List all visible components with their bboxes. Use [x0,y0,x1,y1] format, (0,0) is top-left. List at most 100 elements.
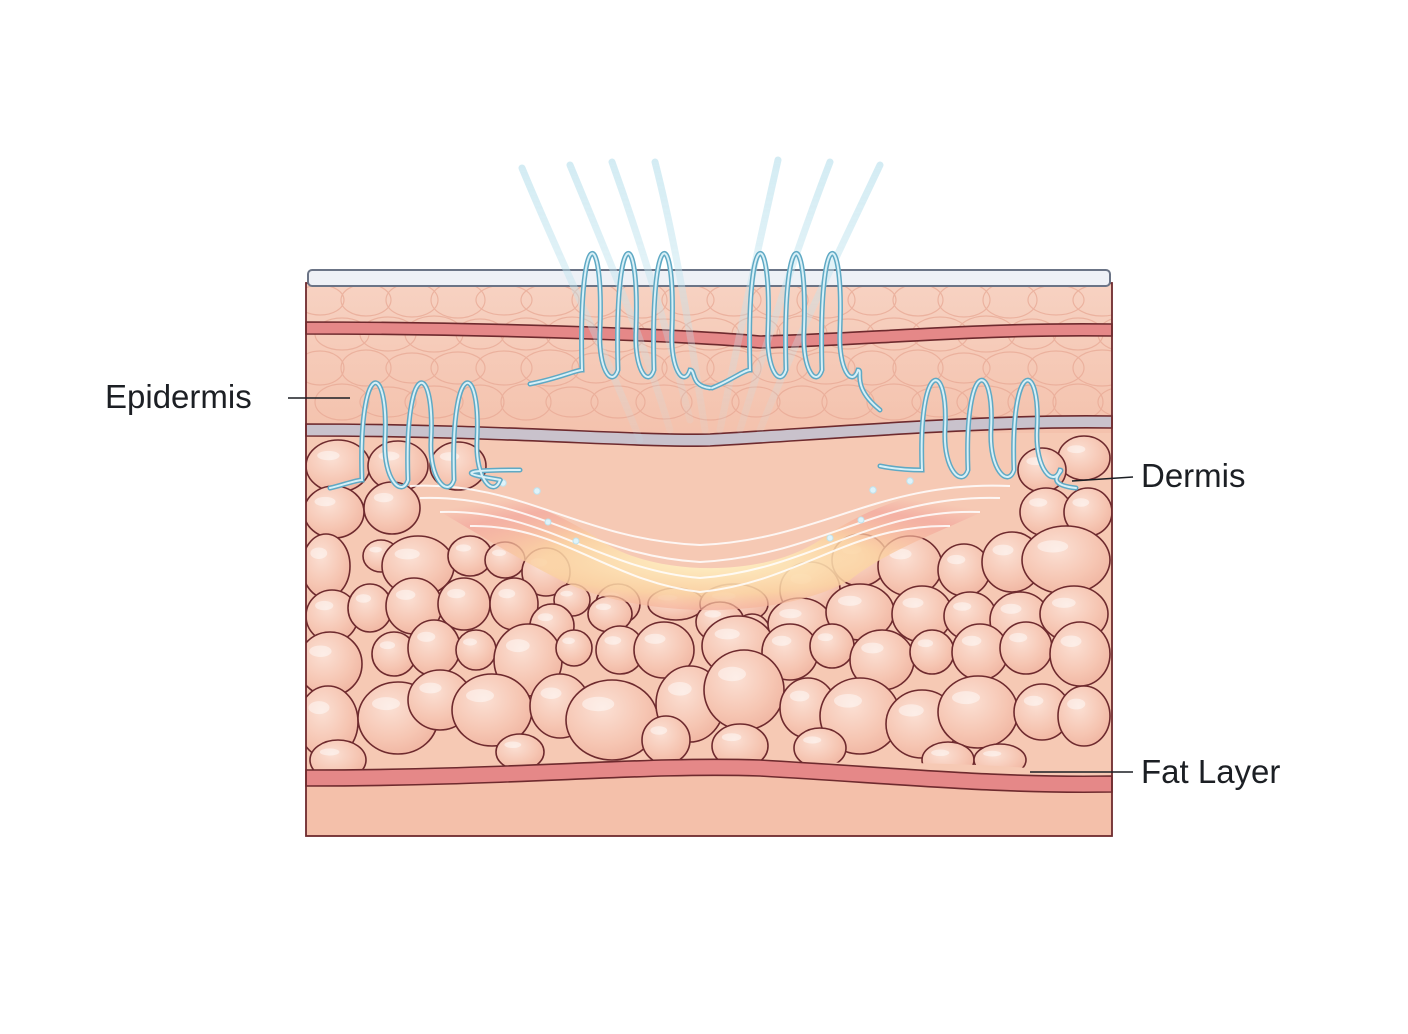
fat-cell-highlight [355,594,372,603]
fat-cell [455,629,497,671]
fat-cell-highlight [667,681,692,696]
epidermis-cell [306,350,345,386]
fat-cell [641,715,691,765]
epidermis-cell [937,352,991,384]
fat-cell-highlight [314,496,336,507]
epidermis-cell [796,351,856,385]
surface-plate [307,269,1111,287]
fat-cell-highlight [309,645,332,657]
epidermis-cell [475,350,533,386]
epidermis-cell [545,386,599,418]
epidermis-cell [430,351,486,385]
epidermis-label: Epidermis [105,378,252,415]
fat-cell-cluster [306,435,1112,776]
fat-cell-highlight [961,635,982,646]
fat-cell-highlight [595,603,612,611]
fat-cell-highlight [378,451,400,461]
epidermis-cell [340,349,392,387]
ultrasound-wave-icon [327,250,1079,491]
fat-cell-highlight [505,639,530,653]
fat-cell-highlight [308,701,330,715]
fat-cell-highlight [395,589,416,600]
fat-cell-highlight [1067,445,1086,454]
fat-cell-highlight [947,554,966,565]
fat-cell-highlight [1023,695,1044,706]
fat-cell-highlight [834,693,862,708]
fat-cell-highlight [498,588,516,599]
ultrasound-wave-coil [329,381,521,489]
fat-cell-highlight [992,544,1014,556]
fat-cell-highlight [1067,698,1086,710]
fat-cell [306,533,351,599]
epidermis-cell [661,350,715,386]
fat-cell-highlight [463,638,477,646]
epidermis-cell [776,385,828,419]
fat-cell-highlight [952,691,980,705]
fat-cell-highlight [373,492,394,503]
fat-cell-highlight [837,595,862,606]
epidermis-cell [680,383,740,421]
epidermis-cell [385,283,439,318]
fat-cell-highlight [419,682,442,694]
fat-cell [909,629,955,675]
fat-cell-highlight [492,549,506,557]
fat-cell [937,675,1019,749]
fat-cell-highlight [721,733,742,742]
fat-cell-highlight [582,696,615,712]
epidermis-cell [866,383,922,421]
fat-cell-highlight [861,642,884,654]
fat-cell-highlight [714,628,740,640]
fat-cell-highlight [718,666,746,682]
fat-cell-highlight [650,726,668,735]
fat-cell [555,629,593,667]
epidermis-cell [1027,350,1085,386]
fat-cell-highlight [379,641,396,650]
fat-cell [1057,685,1111,747]
fat-cell-highlight [439,452,460,461]
epidermis-cell [937,283,991,318]
epidermis-cell [500,383,552,421]
fat-cell-highlight [789,690,810,702]
fat-cell-highlight [898,704,924,717]
fat-cell-highlight [372,697,400,711]
fat-cell-highlight [417,631,436,642]
fat-cell-highlight [504,741,522,749]
fat-cell-highlight [931,749,950,757]
fat-cell-highlight [604,636,622,645]
fat-cell-highlight [1072,498,1090,507]
fat-cell-highlight [953,602,972,611]
epidermis-cell [982,283,1038,319]
fat-cell-highlight [560,590,573,597]
fat-cell-highlight [704,610,722,618]
leader-lines [288,397,1134,773]
fat-cell-highlight [540,687,562,699]
fat-cell-highlight [1060,635,1082,647]
fat-cell [1049,621,1111,687]
fat-cell-highlight [1009,632,1028,643]
dermis-leader-line [1071,476,1134,482]
fat-cell-highlight [369,546,382,553]
epidermis-cell [847,350,897,386]
fat-cell [407,619,461,677]
fat-cell-highlight [562,637,575,645]
ultrasound-wave-coil [711,252,881,411]
fat-cell-highlight [983,750,1002,757]
epidermis-cell [1097,388,1112,416]
dermis-label: Dermis [1141,457,1246,494]
fat-cell [306,485,365,539]
epidermis-cell [385,352,439,384]
fat-cell-highlight [803,736,822,744]
epidermis-cell [796,283,856,319]
fat-cell [703,649,785,731]
fat-cell-highlight [1000,603,1022,614]
epidermis-cell [1072,349,1112,387]
fat-cell [633,621,695,679]
fat-cell-highlight [644,633,666,644]
epidermis-cell [404,385,464,419]
tissue-block [306,283,1112,836]
ultrasound-wave-coil [879,379,1077,489]
fat-cell-highlight [817,633,834,642]
fat-cell [1021,525,1111,595]
fat-cell-highlight [447,588,466,599]
fat-cell-highlight [902,597,924,608]
